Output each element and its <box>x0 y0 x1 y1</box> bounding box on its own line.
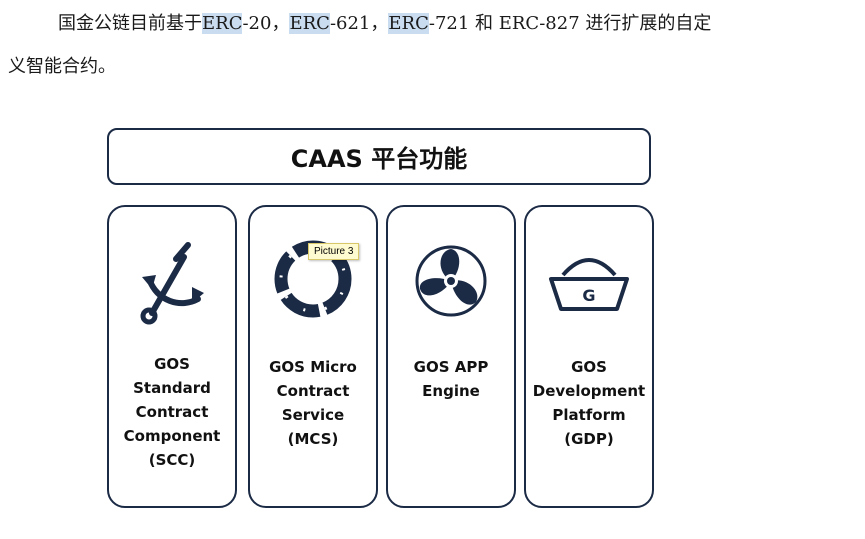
card-scc: GOS Standard Contract Component (SCC) <box>107 205 237 508</box>
highlighted-term: ERC <box>388 13 429 34</box>
anchor-icon <box>109 237 235 327</box>
diagram-title: CAAS 平台功能 <box>290 145 468 173</box>
propeller-icon <box>388 237 514 327</box>
paragraph-line-1: 国金公链目前基于ERC-20，ERC-621，ERC-721 和 ERC-827… <box>58 9 865 35</box>
card-label: GOS APP Engine <box>413 358 489 400</box>
card-gdp: G GOS Development Platform (GDP) <box>524 205 654 508</box>
card-label: GOS Micro Contract Service (MCS) <box>269 358 357 448</box>
picture-tooltip: Picture 3 <box>308 243 360 260</box>
sailor-hat-icon: G <box>526 237 652 327</box>
card-app-engine: GOS APP Engine <box>386 205 516 508</box>
paragraph-text: -20， <box>242 13 290 34</box>
paragraph-line-2: 义智能合约。 <box>8 56 116 77</box>
diagram-title-box: CAAS 平台功能 <box>107 128 651 185</box>
card-label: GOS Development Platform (GDP) <box>532 358 646 448</box>
paragraph-text: -621， <box>329 13 389 34</box>
card-label: GOS Standard Contract Component (SCC) <box>123 355 221 469</box>
highlighted-term: ERC <box>289 13 330 34</box>
hat-letter: G <box>582 286 595 305</box>
paragraph-text: 国金公链目前基于 <box>58 13 202 34</box>
highlighted-term: ERC <box>202 13 243 34</box>
paragraph-text: -721 和 ERC-827 进行扩展的自定 <box>428 13 712 34</box>
